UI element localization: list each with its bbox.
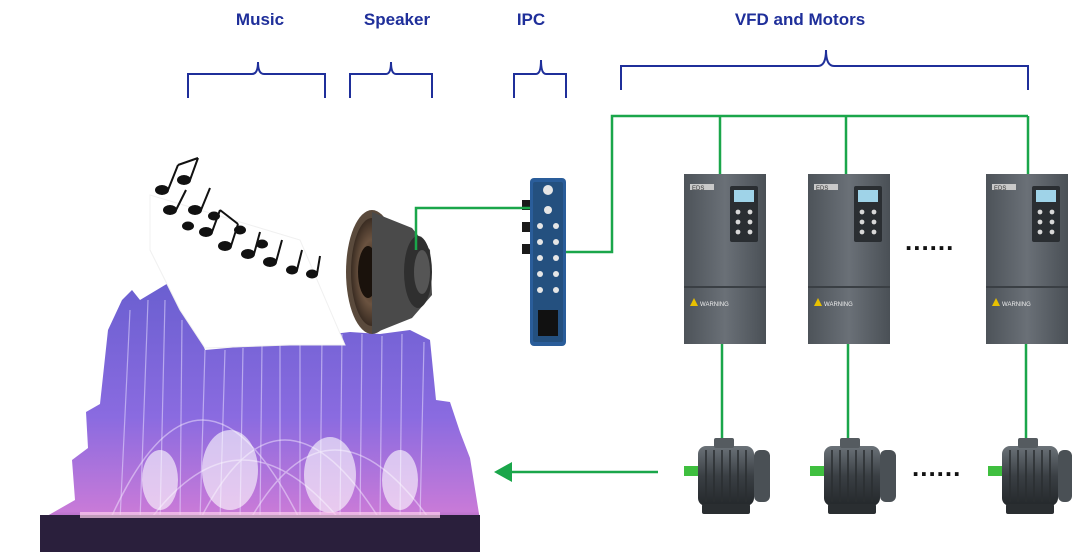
vfd-brand: EDS — [692, 186, 704, 192]
arrow-to-fountain — [494, 462, 512, 482]
ellipsis-motor: ...... — [912, 452, 962, 482]
green-wires — [414, 114, 1030, 474]
vfd-warning: WARNING — [700, 302, 729, 308]
bracket-ipc — [513, 59, 567, 98]
music-notes-icon — [149, 157, 346, 349]
bracket-speaker — [349, 61, 433, 98]
label-ipc: IPC — [516, 10, 546, 29]
vfd-brand: EDS — [816, 186, 828, 192]
label-vfd-motors: VFD and Motors — [734, 10, 866, 29]
vfd-warning: WARNING — [1002, 302, 1031, 308]
ellipsis-vfd: ...... — [905, 226, 955, 256]
electric-motor-icon — [988, 438, 1072, 514]
vfd-warning: WARNING — [824, 302, 853, 308]
speaker-icon — [346, 210, 432, 334]
ipc-controller-icon — [522, 178, 566, 346]
fountain-image — [40, 282, 480, 552]
electric-motor-icon — [810, 438, 896, 514]
bracket-vfd-motors — [620, 49, 1029, 90]
bracket-music — [187, 61, 326, 98]
label-music: Music — [235, 10, 285, 29]
vfd-brand: EDS — [994, 186, 1006, 192]
vfd-drive-icon — [986, 174, 1068, 344]
vfd-drive-icon — [808, 174, 890, 344]
vfd-drive-icon — [684, 174, 766, 344]
electric-motor-icon — [684, 438, 770, 514]
label-speaker: Speaker — [363, 10, 431, 29]
